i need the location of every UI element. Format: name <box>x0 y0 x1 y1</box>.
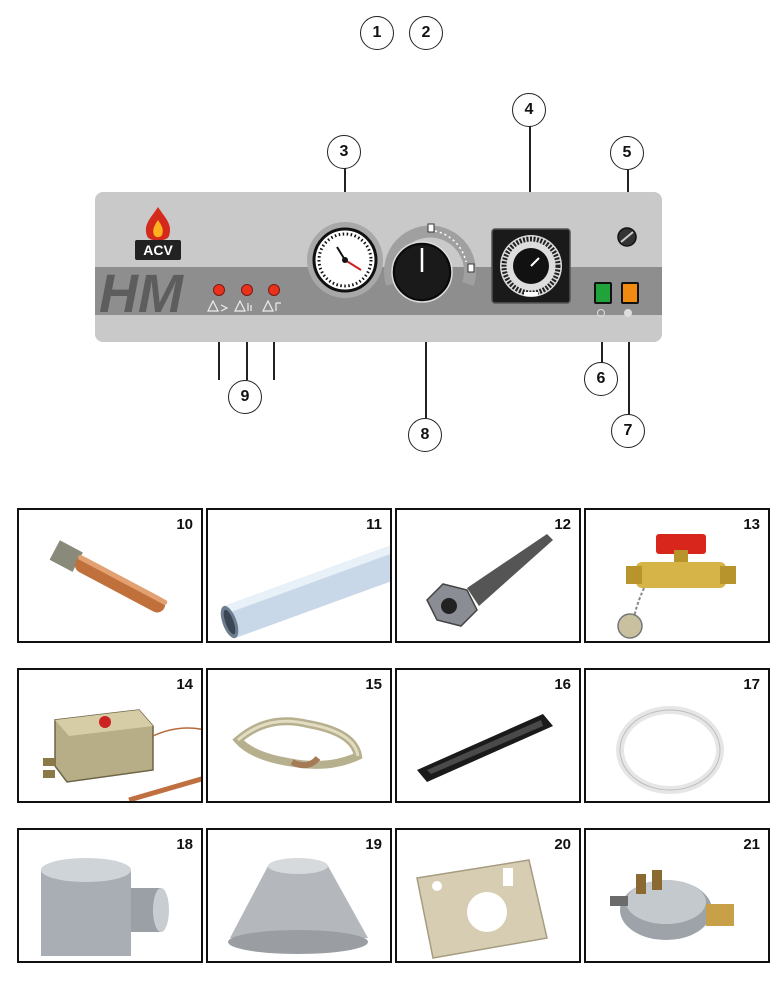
fault-lamp-1 <box>213 284 225 296</box>
gasket-ring-icon <box>616 706 724 794</box>
part-16-sight-glass: 16 <box>395 668 581 803</box>
part-10-immersion-pocket: 10 <box>17 508 203 643</box>
sensor-pocket-icon <box>49 540 168 613</box>
callout-2: 2 <box>409 16 443 50</box>
part-number: 13 <box>743 516 760 533</box>
callout-3: 3 <box>327 135 361 169</box>
part-number: 12 <box>554 516 571 533</box>
part-number: 11 <box>366 516 382 533</box>
svg-text:HM: HM <box>99 264 184 324</box>
part-number: 10 <box>176 516 193 533</box>
part-11-tube: 11 <box>206 508 392 643</box>
part-number: 19 <box>365 836 382 853</box>
part-number: 16 <box>554 676 571 693</box>
timer-clock-icon[interactable] <box>491 228 571 304</box>
callout-6: 6 <box>584 362 618 396</box>
thermostat-icon <box>43 709 201 801</box>
callout-5: 5 <box>610 136 644 170</box>
summer-winter-switch[interactable] <box>621 282 639 304</box>
part-19-flue-adapter: 19 <box>206 828 392 963</box>
fault-lamp-3 <box>268 284 280 296</box>
ball-valve-icon <box>617 534 736 639</box>
part-13-drain-valve: 13 <box>584 508 770 643</box>
svg-text:ACV: ACV <box>143 242 173 258</box>
fuse-screw-icon[interactable] <box>616 226 638 248</box>
leader-7 <box>628 300 630 416</box>
part-21-pressure-switch: 21 <box>584 828 770 963</box>
part-number: 20 <box>554 836 571 853</box>
flue-cone-icon <box>228 858 368 954</box>
insulation-plate-icon <box>416 859 548 959</box>
part-number: 17 <box>743 676 760 693</box>
probe-icon <box>426 534 553 627</box>
warning-symbols-icon <box>207 300 281 312</box>
part-20-insulation-plate: 20 <box>395 828 581 963</box>
callout-7: 7 <box>611 414 645 448</box>
rope-seal-icon <box>232 717 363 769</box>
hm-logo-icon: HM <box>99 264 184 324</box>
part-number: 21 <box>743 836 760 853</box>
pressure-switch-icon <box>610 870 734 940</box>
main-switch[interactable] <box>594 282 612 304</box>
callout-8: 8 <box>408 418 442 452</box>
summer-winter-symbol-icon <box>624 309 632 317</box>
acv-logo-icon: ACV <box>135 207 181 260</box>
callout-9: 9 <box>228 380 262 414</box>
part-12-probe: 12 <box>395 508 581 643</box>
fault-lamp-2 <box>241 284 253 296</box>
part-number: 15 <box>365 676 382 693</box>
callout-1: 1 <box>360 16 394 50</box>
part-18-burner-hood: 18 <box>17 828 203 963</box>
pipe-icon <box>220 544 390 639</box>
part-15-rope-seal: 15 <box>206 668 392 803</box>
thermostat-knob[interactable] <box>380 222 480 318</box>
control-panel: ACV HM <box>95 192 662 342</box>
part-14-thermostat: 14 <box>17 668 203 803</box>
part-number: 14 <box>176 676 193 693</box>
thermometer-gauge-icon <box>307 222 383 298</box>
part-number: 18 <box>176 836 193 853</box>
sight-glass-icon <box>417 714 553 782</box>
part-17-gasket: 17 <box>584 668 770 803</box>
callout-4: 4 <box>512 93 546 127</box>
main-switch-symbol-icon <box>597 309 605 317</box>
burner-hood-icon <box>41 858 169 956</box>
